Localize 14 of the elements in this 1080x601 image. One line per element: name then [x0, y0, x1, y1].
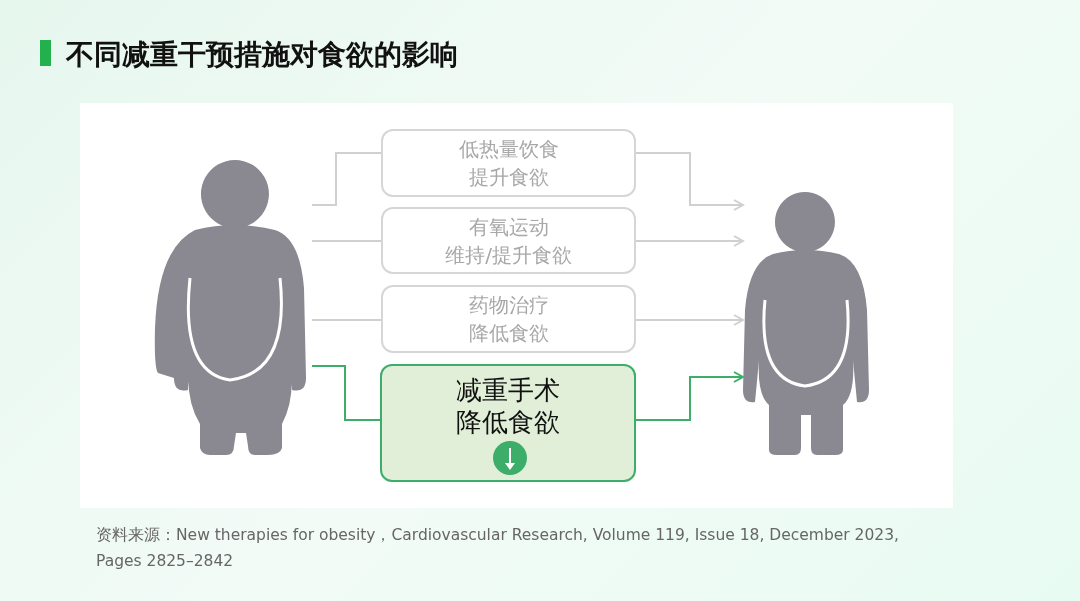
option-box	[381, 285, 636, 353]
highlight-box	[380, 364, 636, 482]
box-text: 药物治疗降低食欲	[467, 292, 550, 347]
box-text: 低热量饮食提升食欲	[457, 136, 560, 191]
connector-arrow	[635, 152, 744, 211]
option-box	[381, 129, 636, 197]
connector-arrow	[635, 371, 744, 421]
slide-title: 不同减重干预措施对食欲的影响	[66, 37, 458, 73]
option-box	[381, 207, 636, 274]
connector-arrow	[635, 314, 744, 326]
connector-arrow	[635, 235, 744, 247]
box-text: 有氧运动维持/提升食欲	[444, 213, 573, 269]
box-text: 减重手术降低食欲	[455, 374, 561, 438]
source-note: 资料来源：New therapies for obesity，Cardiovascular Research, Volume 119, Issue 18, December 2023, Pages 2825–2842	[96, 525, 900, 572]
